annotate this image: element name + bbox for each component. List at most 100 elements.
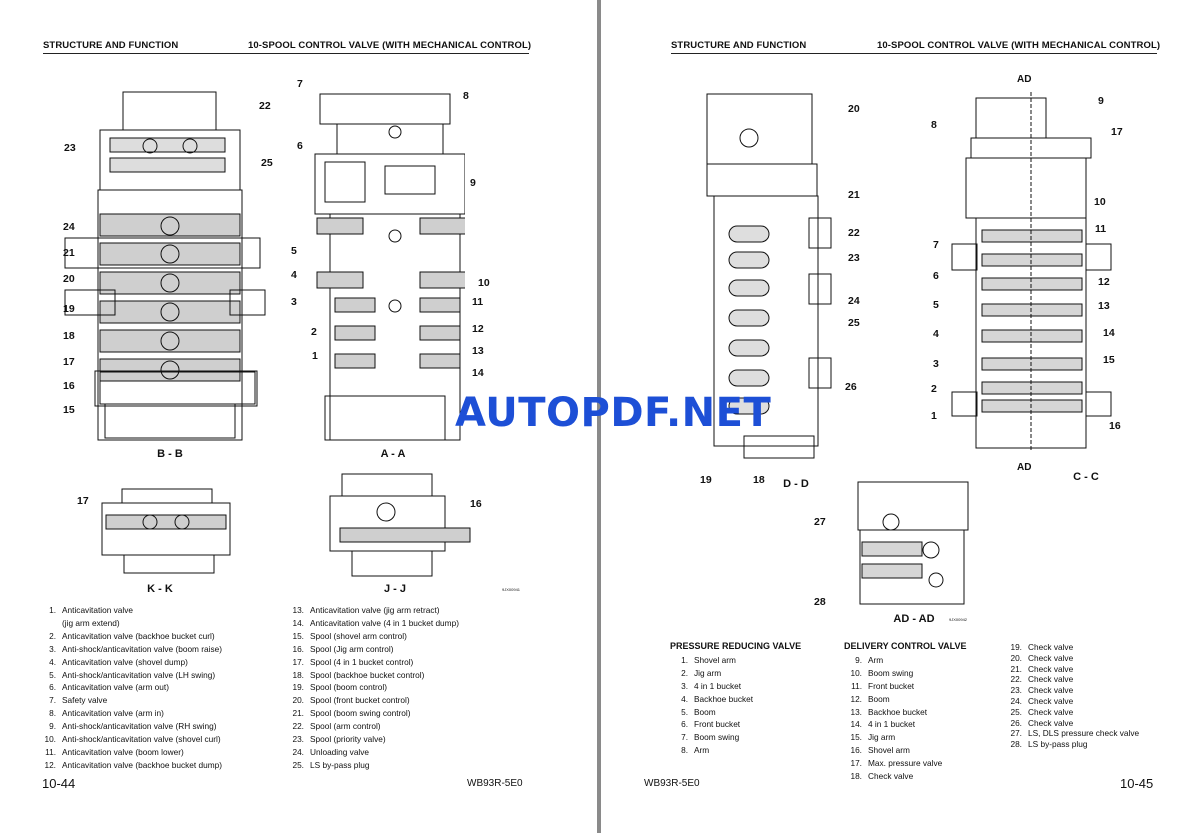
page-number: 10-45 — [1120, 776, 1154, 791]
callout-4: 4 — [933, 328, 939, 340]
watermark-text: AUTOPDF.NET — [455, 390, 772, 436]
callout-24: 24 — [848, 295, 860, 307]
callout-6: 6 — [933, 270, 939, 282]
legend-row: 11.Front bucket — [851, 680, 915, 691]
callout-28: 28 — [814, 596, 826, 608]
callout-8: 8 — [931, 119, 937, 131]
callout-9: 9 — [1098, 95, 1104, 107]
callout-15: 15 — [1103, 354, 1115, 366]
legend-row: 2.Anticavitation valve (backhoe bucket c… — [49, 630, 215, 641]
callout-13: 13 — [1098, 300, 1110, 312]
legend-row: 1.Anticavitation valve — [49, 605, 134, 615]
legend-row: 12.Anticavitation valve (backhoe bucket … — [44, 759, 223, 770]
cut-label-ad-bottom: AD — [1017, 462, 1032, 473]
callout-12: 12 — [472, 323, 484, 335]
legend-row: 8.Arm — [681, 745, 710, 756]
legend-row: 7.Boom swing — [681, 732, 740, 743]
legend-row: 10.Anti-shock/anticavitation valve (shov… — [44, 734, 221, 745]
legend-row: 27.LS, DLS pressure check valve — [1010, 728, 1140, 739]
legend-row: 18.Spool (backhoe bucket control) — [292, 669, 425, 680]
section-aa-drawing — [314, 93, 465, 441]
callout-10: 10 — [478, 277, 490, 289]
legend-row: 25.LS by-pass plug — [292, 759, 370, 770]
section-label-dd: D - D — [783, 478, 809, 490]
callout-23: 23 — [848, 252, 860, 264]
callout-17: 17 — [63, 356, 75, 368]
section-bb-drawing — [64, 91, 266, 441]
callout-25: 25 — [848, 317, 860, 329]
legend-row: 23.Check valve — [1010, 685, 1074, 696]
callout-16: 16 — [63, 380, 75, 392]
legend-row: 13.Anticavitation valve (jig arm retract… — [292, 605, 440, 615]
legend-row: 2.Jig arm — [681, 667, 722, 678]
page-number: 10-44 — [42, 776, 76, 791]
callout-25: 25 — [261, 157, 273, 169]
legend-row: 14.Anticavitation valve (4 in 1 bucket d… — [292, 617, 459, 628]
legend-title-prv: PRESSURE REDUCING VALVE — [670, 641, 802, 651]
legend-check-valves: 19.Check valve 20.Check valve 21.Check v… — [1004, 642, 1139, 750]
legend-row: 18.Check valve — [850, 771, 914, 782]
header-rule — [671, 53, 1157, 54]
header-title: 10-SPOOL CONTROL VALVE (WITH MECHANICAL … — [248, 40, 532, 51]
legend-row: 19.Check valve — [1010, 642, 1074, 652]
legend-row: 6.Anticavitation valve (arm out) — [49, 682, 169, 693]
callout-6: 6 — [297, 140, 303, 152]
legend-row: 17.Max. pressure valve — [850, 758, 943, 769]
callout-17-kk: 17 — [77, 495, 89, 507]
callout-17: 17 — [1111, 126, 1123, 138]
legend-row: 9.Anti-shock/anticavitation valve (RH sw… — [49, 721, 217, 732]
header-title: 10-SPOOL CONTROL VALVE (WITH MECHANICAL … — [877, 40, 1161, 51]
callout-23: 23 — [64, 142, 76, 154]
callout-14: 14 — [472, 367, 484, 379]
legend-row: 28.LS by-pass plug — [1010, 739, 1088, 750]
legend-row: 20.Check valve — [1010, 652, 1074, 663]
callout-3: 3 — [291, 296, 297, 308]
legend-row: 22.Check valve — [1010, 674, 1074, 685]
cut-label-ad-top: AD — [1017, 74, 1032, 85]
header-rule — [43, 53, 529, 54]
legend-row: 21.Check valve — [1010, 663, 1074, 674]
legend-row: (jig arm extend) — [62, 617, 120, 628]
callout-22: 22 — [259, 100, 271, 112]
callout-9: 9 — [470, 177, 476, 189]
callout-10: 10 — [1094, 196, 1106, 208]
legend-col-2: 13.Anticavitation valve (jig arm retract… — [286, 604, 459, 772]
callout-2: 2 — [931, 383, 937, 395]
legend-row: 6.Front bucket — [681, 719, 741, 730]
callout-20: 20 — [848, 103, 860, 115]
callout-22: 22 — [848, 227, 860, 239]
legend-row: 22.Spool (arm control) — [292, 721, 381, 732]
legend-row: 20.Spool (front bucket control) — [292, 695, 410, 706]
legend-row: 4.Anticavitation valve (shovel dump) — [49, 656, 188, 667]
callout-11: 11 — [1095, 223, 1107, 235]
callout-5: 5 — [291, 245, 297, 257]
legend-row: 17.Spool (4 in 1 bucket control) — [292, 656, 414, 667]
callout-19: 19 — [63, 303, 75, 315]
legend-row: 11.Anticavitation valve (boom lower) — [45, 746, 184, 757]
callout-18: 18 — [753, 474, 765, 486]
section-label-adad: AD - AD — [893, 613, 935, 625]
legend-row: 23.Spool (priority valve) — [292, 734, 386, 745]
callout-16: 16 — [1109, 420, 1121, 432]
legend-row: 3.Anti-shock/anticavitation valve (boom … — [49, 643, 223, 654]
legend-row: 15.Jig arm — [850, 732, 896, 743]
section-adad-drawing — [857, 481, 969, 605]
legend-row: 16.Shovel arm — [850, 745, 910, 756]
legend-row: 16.Spool (Jig arm control) — [292, 643, 394, 654]
legend-row: 9.Arm — [855, 654, 884, 665]
legend-row: 19.Spool (boom control) — [292, 682, 388, 693]
legend-row: 26.Check valve — [1010, 717, 1074, 728]
callout-1: 1 — [931, 410, 937, 422]
legend-row: 12.Boom — [850, 693, 890, 704]
right-page: STRUCTURE AND FUNCTION 10-SPOOL CONTROL … — [601, 0, 1200, 833]
callout-19: 19 — [700, 474, 712, 486]
legend-row: 25.Check valve — [1010, 706, 1074, 717]
model-code: WB93R-5E0 — [644, 778, 700, 789]
callout-4: 4 — [291, 269, 297, 281]
section-kk-drawing — [101, 488, 231, 574]
callout-24: 24 — [63, 221, 75, 233]
callout-7: 7 — [933, 239, 939, 251]
callout-21: 21 — [848, 189, 860, 201]
header-section: STRUCTURE AND FUNCTION — [43, 40, 179, 51]
section-cc-drawing — [951, 92, 1112, 452]
